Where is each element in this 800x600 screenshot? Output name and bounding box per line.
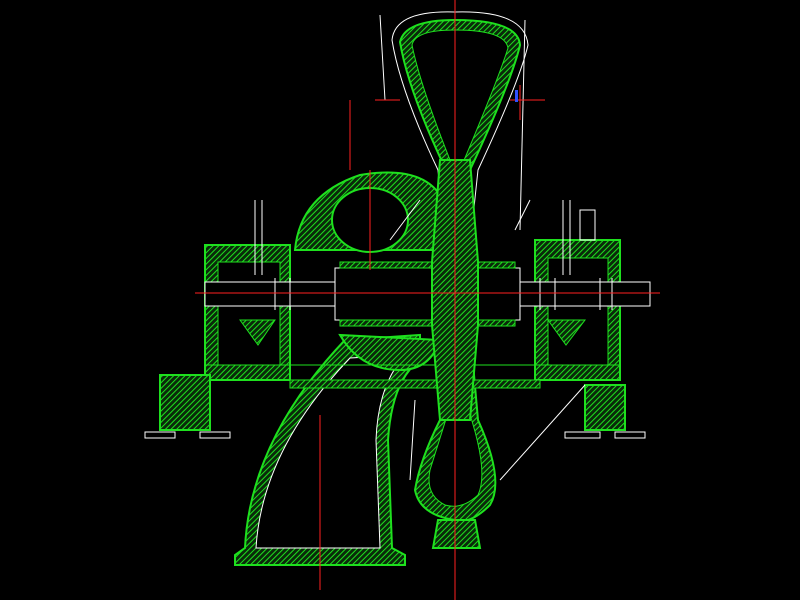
flange-marker: [515, 90, 518, 102]
shaft: [204, 261, 651, 327]
upper-volute: [379, 11, 529, 246]
outline-lines: [389, 199, 586, 481]
suction-elbow: [234, 333, 421, 566]
centerlines: [195, 0, 660, 600]
